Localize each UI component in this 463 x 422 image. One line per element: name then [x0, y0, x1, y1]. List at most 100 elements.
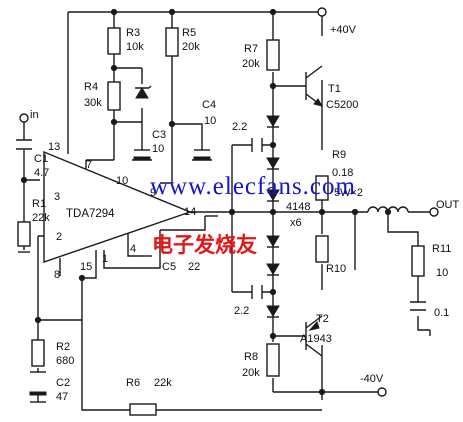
diode — [266, 235, 280, 248]
r2-value: 680 — [56, 355, 74, 367]
pin8-label: 8 — [54, 269, 60, 281]
r10-label: R10 — [326, 263, 346, 275]
c3-capacitor — [133, 149, 151, 161]
r2-resistor — [31, 339, 45, 367]
cap-top — [251, 138, 263, 152]
diode-chain — [266, 115, 280, 318]
diode — [266, 157, 280, 170]
snubber-cap-value: 0.1 — [434, 307, 449, 319]
c3-label: C3 — [152, 129, 166, 141]
pin4-label: 4 — [130, 243, 136, 255]
input-label: in — [30, 109, 39, 121]
cap-top-value: 2.2 — [232, 121, 247, 133]
t1-label: T1 — [328, 83, 341, 95]
snubber-capacitor — [410, 301, 426, 311]
r11-label: R11 — [432, 243, 451, 255]
r6-resistor — [129, 403, 157, 416]
output-label: OUT — [436, 199, 460, 211]
junction-dot — [20, 176, 28, 184]
pin3-label: 3 — [54, 191, 60, 203]
r9-label: R9 — [332, 149, 346, 161]
r5-value: 20k — [182, 41, 200, 53]
diode — [266, 115, 280, 128]
tda7294-ic — [43, 150, 192, 263]
zobel-wire — [387, 212, 419, 302]
pin9-wire — [160, 124, 173, 184]
c5-wire — [160, 216, 206, 231]
r9-power: 5W×2 — [334, 187, 363, 199]
junction-dot — [269, 82, 277, 90]
r8-value: 20k — [242, 367, 260, 379]
r3-label: R3 — [126, 27, 140, 39]
r3-value: 10k — [126, 41, 144, 53]
pin15-wire — [82, 250, 97, 279]
r1-label: R1 — [32, 198, 46, 210]
zener-diode — [135, 85, 152, 99]
pin7-wire — [85, 159, 114, 170]
r7-value: 20k — [242, 58, 260, 70]
c1-label: C1 — [34, 153, 48, 165]
ground-symbols — [18, 159, 431, 403]
zobel-ground-wire — [417, 316, 430, 331]
t2-part: A1943 — [300, 333, 332, 345]
r4-resistor — [107, 81, 121, 111]
diodes-type: 4148 — [286, 201, 310, 213]
r7-label: R7 — [244, 43, 258, 55]
c1-capacitor — [16, 139, 32, 150]
r5-label: R5 — [182, 27, 196, 39]
pin1-wire — [103, 230, 161, 269]
r5-resistor — [165, 27, 179, 57]
cap-bottom — [251, 285, 263, 299]
r1-value: 22k — [32, 212, 50, 224]
c3-value: 10 — [152, 143, 164, 155]
junction-dot — [168, 120, 176, 128]
t2-transistor — [300, 315, 323, 357]
neg-rail-label: -40V — [360, 373, 384, 385]
r6-label: R6 — [126, 377, 140, 389]
junction-dot — [168, 8, 176, 16]
diode — [266, 263, 280, 276]
watermark-brand: 电子发烧友 — [152, 233, 257, 257]
r4-diode-mesh — [114, 67, 143, 123]
junction-dot — [269, 141, 277, 149]
r8-label: R8 — [244, 351, 258, 363]
r11-value: 10 — [436, 267, 448, 279]
junction-dot — [269, 332, 277, 340]
pin4-wire — [127, 232, 142, 257]
input-terminal — [19, 113, 29, 123]
r4-label: R4 — [84, 81, 98, 93]
r9-resistor — [315, 175, 329, 201]
r6-wire — [38, 276, 322, 411]
r11-resistor — [411, 245, 425, 277]
r2-label: R2 — [56, 341, 70, 353]
t1-part: C5200 — [326, 99, 358, 111]
junction-dot — [269, 208, 277, 216]
junction-dot — [34, 316, 42, 324]
junction-dot — [110, 8, 118, 16]
junction-dot — [318, 208, 326, 216]
pin1-label: 1 — [102, 253, 108, 265]
junction-dot — [269, 288, 277, 296]
junction-dot — [110, 118, 118, 126]
pin14-label: 14 — [184, 206, 196, 218]
junction-dot — [110, 64, 118, 72]
feedback-wire — [37, 235, 44, 402]
r4-value: 30k — [84, 97, 102, 109]
t2-label: T2 — [316, 313, 329, 325]
pin9-label: 9 — [150, 187, 156, 199]
junction-dot — [269, 8, 277, 16]
t1-transistor — [300, 65, 324, 107]
output-terminal — [429, 207, 439, 217]
wires — [23, 11, 430, 411]
r10-resistor — [315, 235, 329, 263]
pos-rail-label: +40V — [330, 24, 357, 36]
pin15-label: 15 — [80, 261, 92, 273]
pin7-label: 7 — [86, 159, 92, 171]
cap-bottom-value: 2.2 — [234, 305, 249, 317]
junction-dot — [78, 274, 86, 282]
c1-value: 4.7 — [34, 167, 49, 179]
output-inductor — [367, 206, 409, 213]
labels: in +40V -40V OUT TDA7294 C1 4.7 R1 22k R… — [30, 24, 460, 403]
